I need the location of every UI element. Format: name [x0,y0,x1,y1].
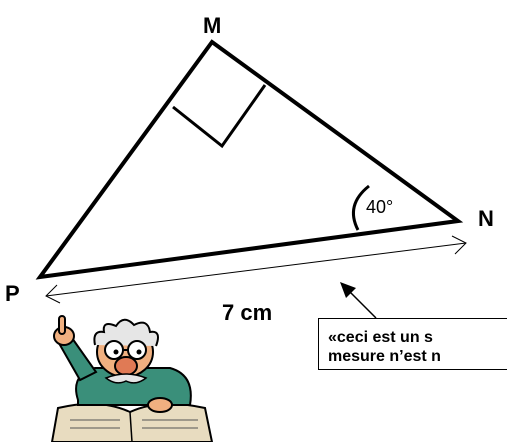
callout-box: «ceci est un s mesure n’est n [318,318,507,370]
callout-line-1: «ceci est un s [328,329,433,346]
right-angle-marker [172,84,267,149]
vertex-label-m: M [203,13,221,38]
callout-pointer-arrow [340,282,377,319]
angle-arc-n [351,184,370,231]
professor-cartoon-illustration [50,315,214,442]
callout-line-2: mesure n’est n [328,348,441,365]
length-label: 7 cm [222,300,272,325]
angle-label: 40° [366,197,393,217]
vertex-label-n: N [478,206,494,231]
length-dimension-arrow [45,235,467,304]
vertex-label-p: P [5,281,20,306]
triangle-mnp [35,39,464,280]
